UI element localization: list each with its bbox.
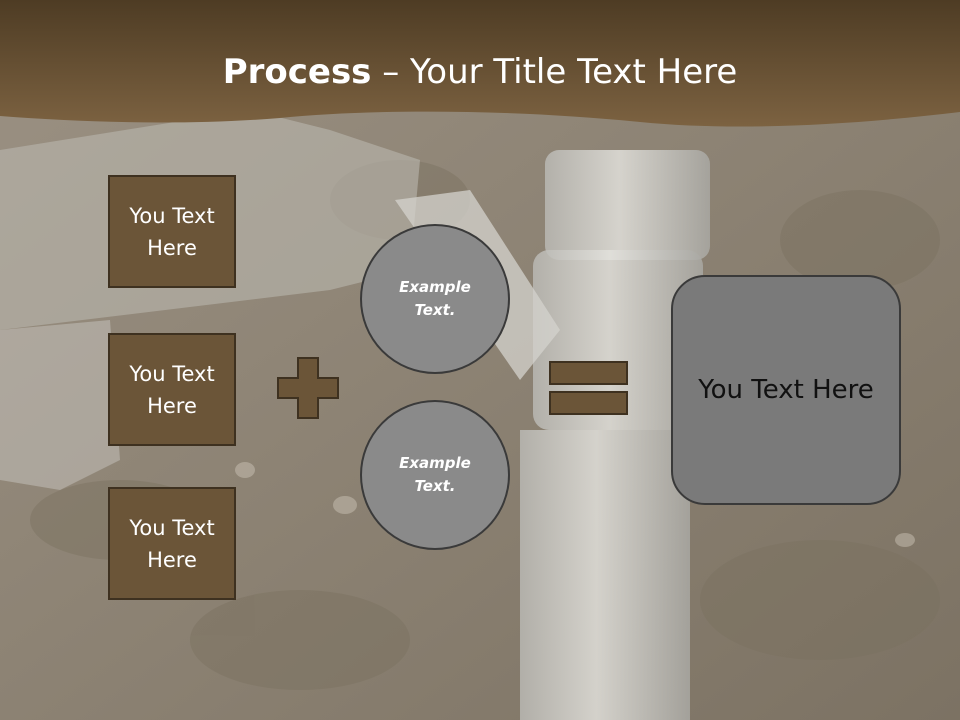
text-box-1-label: You Text Here [129, 203, 215, 260]
example-circle-1-label: Example Text. [399, 278, 471, 319]
example-circle-2-label: Example Text. [399, 454, 471, 495]
text-box-2: You Text Here [108, 333, 236, 446]
result-box-label: You Text Here [698, 375, 874, 405]
text-box-3-label: You Text Here [129, 515, 215, 572]
text-box-2-label: You Text Here [129, 361, 215, 418]
example-circle-2: Example Text. [360, 400, 510, 550]
example-circle-1: Example Text. [360, 224, 510, 374]
title-bold: Process [222, 52, 372, 92]
slide-title: Process – Your Title Text Here [0, 52, 960, 92]
plus-icon [277, 357, 339, 419]
equals-icon [549, 361, 628, 415]
result-box: You Text Here [671, 275, 901, 505]
title-rest: – Your Title Text Here [371, 52, 738, 92]
text-box-1: You Text Here [108, 175, 236, 288]
text-box-3: You Text Here [108, 487, 236, 600]
